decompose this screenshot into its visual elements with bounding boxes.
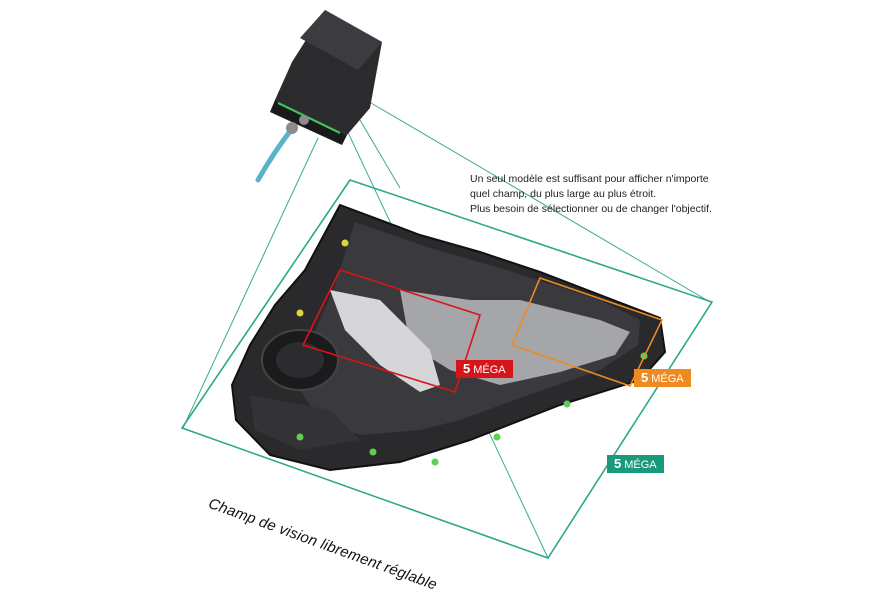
roi-red-frame — [301, 269, 482, 393]
description-line: Un seul modèle est suffisant pour affich… — [470, 173, 709, 185]
badge-unit: MÉGA — [473, 364, 506, 376]
badge-unit: MÉGA — [624, 459, 657, 471]
roi-orange-frame — [510, 276, 664, 387]
description-line: Plus besoin de sélectionner ou de change… — [470, 203, 712, 215]
description-text: Un seul modèle est suffisant pour affich… — [470, 172, 712, 217]
field-of-view-area — [180, 179, 714, 559]
badge-number: 5 — [463, 361, 471, 376]
illustration — [180, 10, 714, 559]
camera-icon — [255, 10, 382, 183]
badge-unit: MÉGA — [651, 373, 684, 385]
car-door-panel — [230, 203, 667, 472]
badge-number: 5 — [641, 370, 649, 385]
badge-number: 5 — [614, 456, 622, 471]
description-line: quel champ, du plus large au plus étroit… — [470, 188, 657, 200]
camera-field-of-view-illustration — [180, 10, 714, 559]
